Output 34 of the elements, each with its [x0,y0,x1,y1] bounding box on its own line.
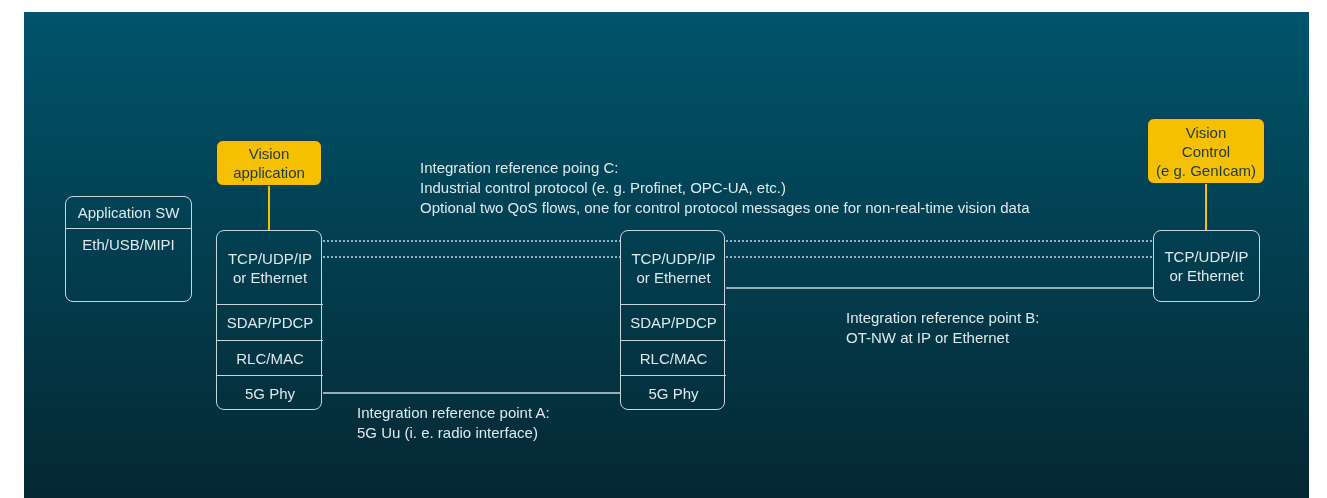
layer-label: Vision application [233,144,305,182]
layer-label: Eth/USB/MIPI [81,235,176,255]
layer-label: Vision Control [1181,122,1231,161]
protocol-stack-box [65,196,192,302]
annotation-text: 5G Uu (i. e. radio interface) [357,423,538,442]
dotted-connector [322,256,622,258]
protocol-layer: RLC/MAC [217,340,323,375]
annotation-text: Integration reference point A: [357,403,550,422]
protocol-layer: SDAP/PDCP [217,304,323,340]
annotation-text: OT-NW at IP or Ethernet [846,328,1010,347]
protocol-layer: TCP/UDP/IP or Ethernet [621,231,726,304]
connector-line [322,392,622,394]
protocol-stack-box: TCP/UDP/IP or Ethernet [1153,230,1260,302]
connector-line [725,287,1154,289]
protocol-layer: 5G Phy [621,375,726,411]
layer-label: (e g. GenIcam) [1155,160,1256,180]
annotation-text: Integration reference point B: [846,308,1040,327]
dotted-connector [725,240,1154,242]
protocol-layer: RLC/MAC [621,340,726,375]
annotation-text: Industrial control protocol (e. g. Profinet, OPC-UA, etc.) [420,178,786,197]
application-box [216,140,322,186]
application-box [1147,118,1265,184]
protocol-stack-box [620,230,725,410]
dotted-connector [322,240,622,242]
protocol-stack-box [216,230,322,410]
layer-label: Application SW [66,197,191,229]
dotted-connector [725,256,1154,258]
protocol-layer: TCP/UDP/IP or Ethernet [217,231,323,304]
protocol-layer: 5G Phy [217,375,323,411]
protocol-layer: SDAP/PDCP [621,304,726,340]
annotation-text: Optional two QoS flows, one for control protocol messages one for non-real-time vision data [420,198,1030,217]
annotation-text: Integration reference poing C: [420,158,619,177]
connector-line [1205,183,1207,231]
connector-line [268,185,270,232]
